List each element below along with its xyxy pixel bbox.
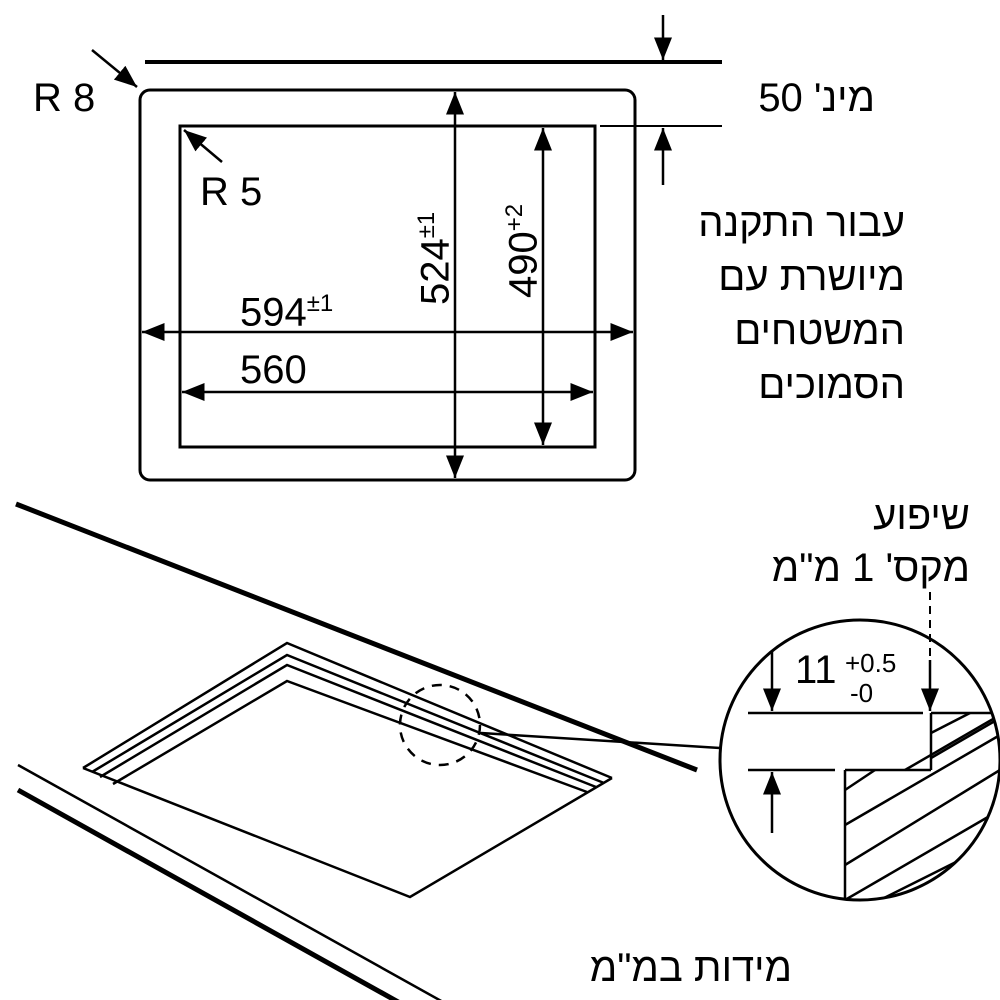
r5-arrow (183, 129, 223, 163)
note-line: הסמוכים (758, 363, 905, 407)
inner-cutout (178, 124, 597, 449)
depth-outer-value: 524 (413, 238, 458, 305)
worktop-front-edge-thin (17, 763, 443, 1000)
detail-depth-label: 11 (795, 648, 837, 692)
note-line: עבור התקנה (698, 201, 905, 245)
detail-marker (398, 683, 482, 767)
detail-circle (718, 618, 1000, 902)
hob-outline (82, 641, 613, 899)
detail-tolerance-plus: +0.5 (845, 648, 897, 678)
width-inner-label: 560 (240, 348, 307, 392)
note-line: מיושרת עם (718, 255, 905, 299)
slope-note: שיפוע מקס' 1 מ"מ (772, 490, 970, 594)
outer-cutout (138, 88, 637, 482)
flush-installation-note: עבור התקנה מיושרת עם המשטחים הסמוכים (698, 196, 905, 412)
depth-outer-tolerance: ±1 (413, 211, 440, 239)
depth-outer-label: 524±1 (413, 211, 458, 305)
depth-inner-label: 490+2 (501, 203, 546, 298)
width-outer-value: 594 (240, 290, 307, 335)
width-outer-tolerance: ±1 (306, 290, 334, 317)
note-line: שיפוע (873, 494, 970, 538)
note-line: המשטחים (734, 309, 905, 353)
detail-tolerance-minus: -0 (850, 678, 874, 708)
r8-arrow (91, 49, 138, 88)
worktop-back-edge (15, 501, 698, 773)
units-note: מידות במ"מ (589, 946, 792, 990)
worktop-front-edge (16, 787, 400, 1000)
radius-outer-label: R 8 (33, 76, 96, 120)
depth-inner-value: 490 (501, 231, 546, 298)
width-outer-label: 594±1 (240, 290, 334, 335)
detail-leader (480, 731, 721, 750)
min-distance-label: מינ' 50 (758, 76, 875, 120)
note-line: מקס' 1 מ"מ (771, 546, 970, 590)
depth-inner-tolerance: +2 (501, 203, 528, 232)
radius-inner-label: R 5 (200, 170, 263, 214)
